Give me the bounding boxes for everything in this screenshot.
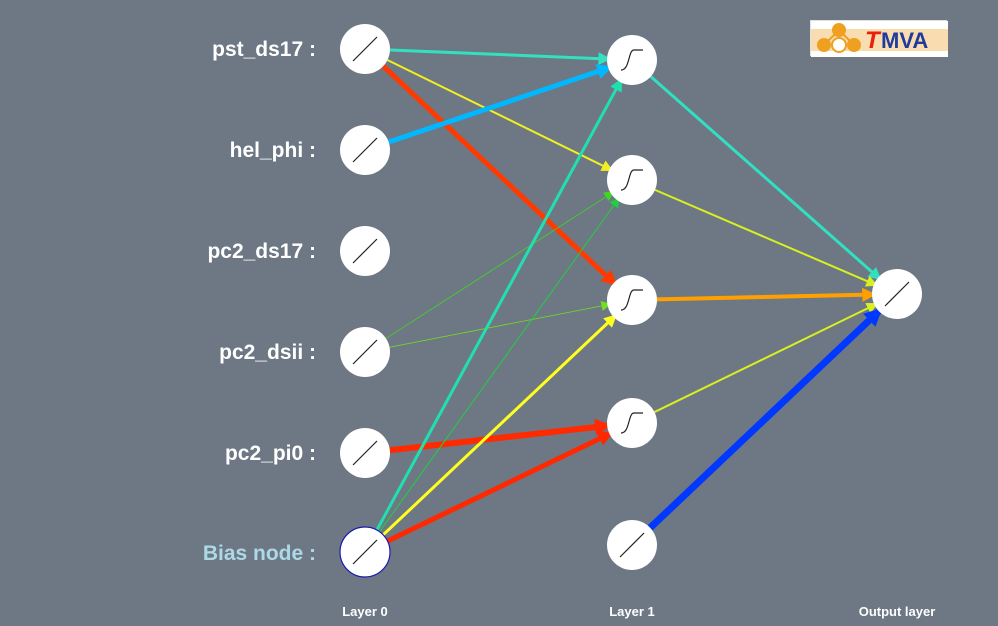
- sigmoid-activation-icon: [620, 289, 643, 311]
- linear-activation-icon: [352, 36, 378, 62]
- input-label-2: hel_phi :: [229, 139, 316, 162]
- node-in-2: [340, 125, 390, 175]
- connection-in-bias-to-h-3: [382, 314, 618, 536]
- connection-in-4-to-h-2: [385, 191, 615, 339]
- linear-activation-icon: [619, 532, 645, 558]
- node-out-1: [872, 269, 922, 319]
- linear-activation-icon: [352, 339, 378, 365]
- logo-letters-mva: MVA: [881, 28, 928, 53]
- node-h-2: [607, 155, 657, 205]
- connection-in-4-to-h-3: [389, 301, 612, 348]
- connection-in-bias-to-h-2: [379, 197, 620, 532]
- bias-node-label: Bias node :: [202, 542, 316, 565]
- connection-in-1-to-h-3: [381, 64, 618, 287]
- connection-in-5-to-h-4: [389, 418, 612, 454]
- node-in-3: [340, 226, 390, 276]
- sigmoid-activation-icon: [620, 169, 643, 191]
- node-h-1: [607, 35, 657, 85]
- node-h-bias: [607, 520, 657, 570]
- nodes: [339, 24, 922, 578]
- sigmoid-activation-icon: [620, 49, 643, 71]
- linear-activation-icon: [352, 440, 378, 466]
- connection-in-bias-to-h-1: [375, 78, 623, 531]
- connection-h-4-to-out-1: [654, 302, 879, 413]
- input-label-4: pc2_dsii :: [219, 341, 316, 364]
- tmva-logo-graphic: T MVA: [811, 21, 948, 57]
- linear-activation-icon: [352, 238, 378, 264]
- connection-h-3-to-out-1: [656, 287, 877, 302]
- linear-activation-icon: [352, 539, 378, 565]
- layer-1-label: Layer 1: [609, 604, 655, 619]
- input-label-5: pc2_pi0 :: [224, 442, 316, 465]
- node-h-3: [607, 275, 657, 325]
- linear-activation-icon: [352, 137, 378, 163]
- linear-activation-icon: [884, 281, 910, 307]
- tmva-logo: T MVA: [810, 20, 948, 57]
- sigmoid-activation-icon: [620, 412, 643, 434]
- connection-in-1-to-h-2: [387, 59, 614, 172]
- node-h-4: [607, 398, 657, 448]
- output-layer-label: Output layer: [858, 604, 936, 619]
- connection-in-2-to-h-1: [387, 64, 613, 145]
- connection-in-bias-to-h-4: [386, 430, 614, 544]
- node-in-1: [340, 24, 390, 74]
- logo-letter-t: T: [865, 27, 882, 54]
- input-label-1: pst_ds17 :: [212, 38, 316, 61]
- connection-in-1-to-h-1: [389, 48, 612, 66]
- node-in-4: [340, 327, 390, 377]
- input-label-3: pc2_ds17 :: [207, 240, 316, 263]
- node-in-5: [340, 428, 390, 478]
- connection-h-2-to-out-1: [654, 188, 878, 287]
- connections: [375, 48, 884, 544]
- connection-h-bias-to-out-1: [647, 306, 884, 531]
- node-in-bias: [339, 526, 391, 578]
- connection-h-1-to-out-1: [649, 75, 882, 281]
- layer-0-label: Layer 0: [342, 604, 388, 619]
